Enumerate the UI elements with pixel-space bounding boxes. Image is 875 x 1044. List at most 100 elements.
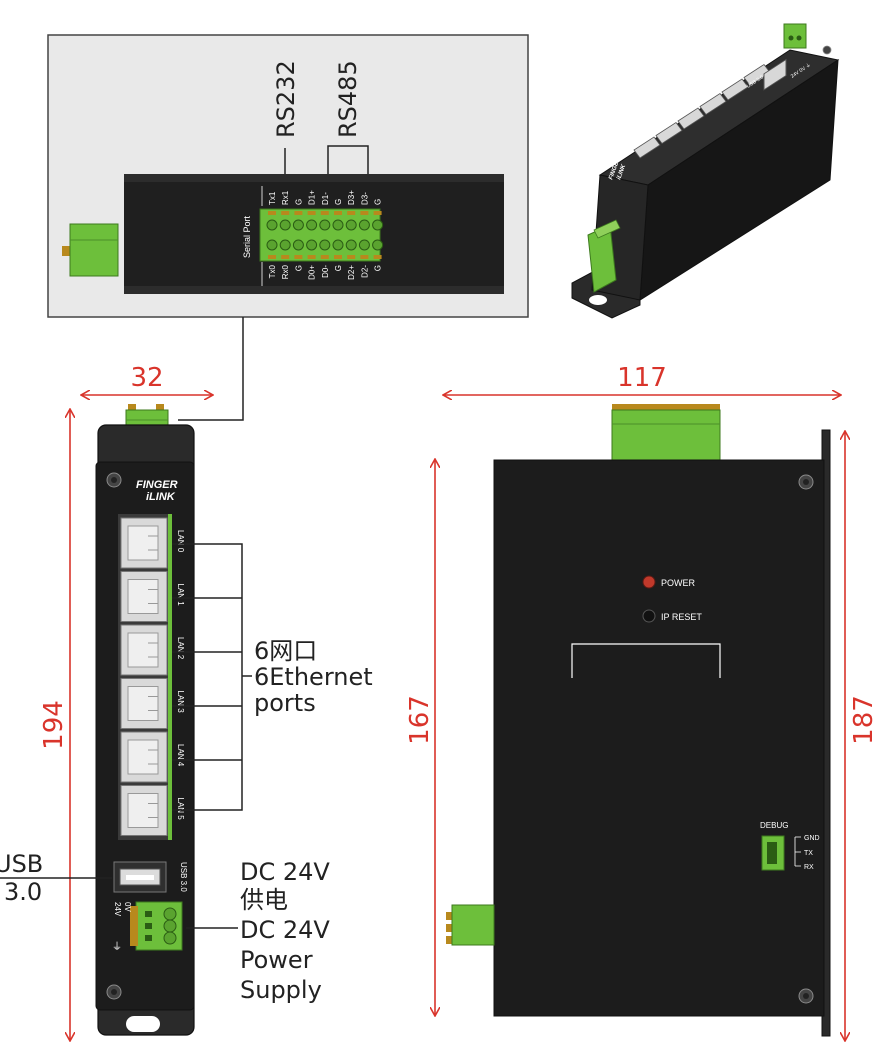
- serial-hole: [279, 239, 291, 251]
- iso-lan-port: [721, 78, 749, 101]
- power-led-label: POWER: [661, 578, 696, 588]
- serial-top-pin: Tx1: [268, 191, 277, 205]
- iso-lan-ports: LAN 0 LAN 1 LAN 2 LAN 3 LAN 4 LAN 5: [630, 55, 771, 159]
- front-lan-jack: [127, 793, 159, 828]
- front-mount-slot: [126, 1016, 160, 1032]
- serial-top-pin: G: [334, 199, 343, 205]
- serial-pin-contact: [294, 255, 303, 259]
- serial-hole: [306, 239, 318, 251]
- iso-top-connector: [783, 23, 807, 49]
- serial-bottom-pin: G: [334, 265, 343, 271]
- serial-bottom-pin: Rx0: [281, 264, 290, 279]
- front-lan-label: LAN 5: [176, 798, 185, 821]
- serial-hole: [279, 219, 291, 231]
- serial-pin-contact: [268, 211, 276, 215]
- front-power-pin-0v: 0V: [123, 902, 132, 912]
- front-lan-label: LAN 1: [176, 584, 185, 607]
- front-lan-jack: [127, 632, 159, 668]
- iso-lan-port: [655, 121, 683, 145]
- power-callout-5: Supply: [240, 976, 322, 1004]
- serial-bottom-pin: D0+: [308, 265, 317, 280]
- iso-lan-port: [633, 136, 661, 159]
- serial-top-pin: D3+: [347, 190, 356, 205]
- serial-top-pin: D3-: [360, 192, 369, 205]
- front-width-dim: 32: [130, 363, 163, 393]
- callouts: 6网口 6Ethernet ports USB 3.0 DC 24V 供电 DC…: [0, 543, 373, 1004]
- iso-lan-label: LAN 2: [674, 99, 688, 110]
- side-view: 117 167 187 POWER IP RESET DEBUG G: [405, 363, 875, 1040]
- front-lan-label: LAN 3: [176, 691, 185, 714]
- rs485-bracket: [327, 145, 369, 174]
- debug-pin-gnd: GND: [804, 835, 820, 842]
- serial-hole: [292, 239, 304, 251]
- front-lan-jack: [127, 739, 159, 775]
- front-brand-line2: iLINK: [146, 491, 176, 503]
- serial-top-pin: D1+: [308, 190, 317, 205]
- ethernet-callout-en-1: 6Ethernet: [254, 663, 373, 691]
- serial-pin-contact: [360, 211, 369, 215]
- front-lan-jack: [127, 525, 159, 561]
- iso-lan-label: LAN 4: [718, 70, 732, 81]
- front-brand-line1: FINGER: [136, 479, 178, 491]
- rs232-label: RS232: [272, 60, 300, 138]
- side-serial-connector: [446, 904, 495, 946]
- iso-screw: [822, 45, 832, 55]
- serial-bottom-pin: G: [294, 265, 303, 271]
- serial-pin-contact: [307, 211, 316, 215]
- serial-top-pin: G: [374, 199, 383, 205]
- serial-pin-contact: [360, 255, 369, 259]
- side-left-height-dim: 167: [405, 695, 435, 745]
- iso-lan-label: LAN 5: [740, 55, 754, 66]
- serial-terminal-block: [259, 208, 381, 262]
- serial-hole: [266, 219, 278, 231]
- iso-lan-port: [677, 107, 705, 130]
- front-lan-jack: [127, 579, 159, 614]
- iso-lan-label: LAN 0: [630, 128, 644, 139]
- serial-pin-contact: [294, 211, 303, 215]
- serial-hole: [266, 239, 278, 251]
- serial-pin-contact: [334, 211, 342, 215]
- serial-top-pin: D1-: [321, 192, 330, 205]
- usb-callout-1: USB: [0, 850, 43, 878]
- serial-pin-contact: [307, 255, 316, 259]
- serial-hole: [306, 219, 318, 231]
- side-enclosure: [493, 459, 825, 1017]
- serial-hole: [358, 239, 370, 251]
- ethernet-bracket: [172, 543, 252, 811]
- debug-pin-lines: [794, 836, 801, 867]
- side-right-height-dim: 187: [849, 695, 875, 745]
- serial-port-label: Serial Port: [242, 215, 252, 258]
- serial-bottom-pin: D2+: [347, 265, 356, 280]
- side-label-area: [571, 643, 721, 678]
- serial-hole: [319, 239, 331, 251]
- side-top-connector: [611, 404, 721, 463]
- serial-bottom-pin: D2-: [360, 265, 369, 278]
- serial-hole: [332, 239, 344, 251]
- front-height-dim: 194: [39, 700, 69, 750]
- serial-bottom-pin: D0-: [321, 265, 330, 278]
- serial-pin-contact: [373, 255, 382, 259]
- ethernet-callout-en-2: ports: [254, 689, 316, 717]
- rs485-label: RS485: [334, 60, 362, 138]
- serial-pin-contact: [347, 255, 356, 259]
- serial-pin-contact: [281, 255, 290, 259]
- front-power-terminal: [130, 901, 183, 951]
- power-callout-1: DC 24V: [240, 858, 330, 886]
- ethernet-callout-cn: 6网口: [254, 637, 317, 665]
- ip-reset-button: [642, 609, 656, 623]
- iso-lan-label: LAN 1: [652, 113, 666, 124]
- detail-leader-line: [178, 317, 244, 421]
- serial-bottom-pin: G: [374, 265, 383, 271]
- serial-pin-contact: [347, 211, 356, 215]
- serial-pin-contact: [320, 211, 329, 215]
- iso-serial-connector: [587, 219, 621, 293]
- debug-pin-tx: TX: [804, 850, 813, 857]
- serial-top-pin: G: [294, 199, 303, 205]
- iso-lan-label: LAN 3: [696, 84, 710, 95]
- front-usb-port: [113, 861, 167, 893]
- serial-hole: [345, 219, 357, 231]
- detail-power-connector: [62, 223, 119, 277]
